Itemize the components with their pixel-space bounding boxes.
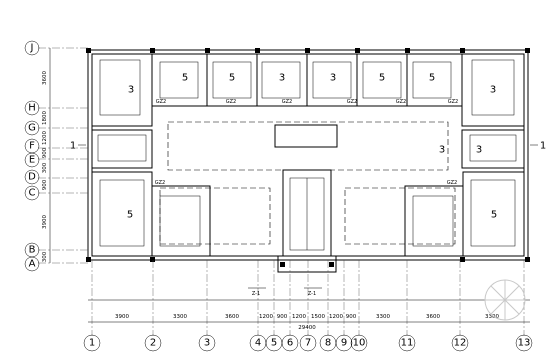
room-label: 5 — [182, 73, 188, 84]
left-dim-7: 3900 — [42, 215, 48, 229]
room-label: 3 — [330, 73, 336, 84]
axis-H: H — [28, 103, 36, 114]
axis-10: 10 — [353, 338, 366, 349]
bottom-dim-5: 900 — [277, 314, 288, 320]
axis-5: 5 — [271, 338, 277, 349]
axis-4: 4 — [255, 338, 261, 349]
axis-6: 6 — [287, 338, 293, 349]
axis-F: F — [29, 141, 35, 152]
room-label: 5 — [429, 73, 435, 84]
stair-mark-left: Z-1 — [252, 291, 260, 297]
room-label: 5 — [379, 73, 385, 84]
section-mark-right: 1 — [540, 141, 546, 152]
vertical-grid — [91, 260, 525, 336]
axis-C: C — [29, 188, 36, 199]
room-label: 5 — [229, 73, 235, 84]
bottom-dim-7: 1500 — [311, 314, 325, 320]
left-dim-6: 900 — [42, 179, 48, 190]
stair-marks: Z-1 Z-1 — [248, 287, 322, 297]
room-label: 5 — [491, 210, 497, 221]
bottom-dim-12: 3300 — [485, 314, 499, 320]
room-label: 3 — [476, 145, 482, 156]
corridor-dashes — [159, 121, 456, 245]
room-label: 3 — [128, 85, 134, 96]
stair-mark-right: Z-1 — [308, 291, 316, 297]
beam-label: GZ2 — [347, 99, 357, 105]
axis-J: J — [30, 43, 34, 54]
middle-row-rooms — [91, 124, 525, 257]
room-label: 5 — [127, 210, 133, 221]
bottom-dim-11: 3600 — [426, 314, 440, 320]
bottom-dim-2: 3300 — [173, 314, 187, 320]
bottom-dim-8: 1200 — [329, 314, 343, 320]
beam-label: GZ2 — [155, 180, 165, 186]
columns — [86, 48, 530, 262]
left-dim-5: 300 — [42, 162, 48, 173]
total-dim: 29400 — [298, 325, 316, 331]
section-mark-left: 1 — [70, 141, 76, 152]
inner-wall — [91, 53, 525, 257]
bottom-dim-4: 1200 — [259, 314, 273, 320]
left-dim-2: 1800 — [42, 111, 48, 125]
axis-B: B — [29, 245, 36, 256]
axis-A: A — [29, 259, 36, 270]
axis-D: D — [28, 172, 36, 183]
top-row-rooms — [91, 53, 525, 127]
bottom-axis-bubbles: 1 2 3 4 5 6 7 8 9 10 11 12 13 — [83, 334, 533, 352]
room-label: 3 — [439, 145, 445, 156]
axis-9: 9 — [341, 338, 347, 349]
bottom-dim-1: 3900 — [115, 314, 129, 320]
left-dim-4: 900 — [42, 147, 48, 158]
left-dim-8: 300 — [42, 251, 48, 262]
room-label: 3 — [490, 85, 496, 96]
left-axis-bubbles: J H G F E D C B A — [24, 40, 40, 272]
axis-2: 2 — [150, 338, 156, 349]
axis-13: 13 — [518, 338, 531, 349]
bottom-dim-9: 900 — [346, 314, 357, 320]
room-labels: 3 5 5 3 3 5 5 3 3 5 5 3 — [127, 73, 497, 221]
bottom-dim-10: 3300 — [376, 314, 390, 320]
watermark-icon — [484, 279, 526, 321]
beam-label: GZ2 — [226, 99, 236, 105]
beam-labels: GZ2 GZ2 GZ2 GZ2 GZ2 GZ2 GZ2 GZ2 — [155, 99, 458, 186]
axis-12: 12 — [454, 338, 467, 349]
bottom-dims: 3900 3300 3600 1200 900 1200 1500 1200 9… — [115, 314, 499, 331]
beam-label: GZ2 — [447, 180, 457, 186]
left-dim-3: 1200 — [42, 131, 48, 145]
bottom-row-rooms — [91, 171, 525, 273]
axis-11: 11 — [401, 338, 414, 349]
axis-8: 8 — [325, 338, 331, 349]
beam-label: GZ2 — [282, 99, 292, 105]
beam-label: GZ2 — [448, 99, 458, 105]
axis-7: 7 — [305, 338, 311, 349]
axis-3: 3 — [204, 338, 210, 349]
axis-G: G — [28, 123, 36, 134]
room-label: 3 — [279, 73, 285, 84]
beam-label: GZ2 — [156, 99, 166, 105]
horizontal-grid — [38, 47, 88, 264]
left-dims: 3600 1800 1200 900 300 900 3900 300 — [42, 71, 48, 263]
section-markers: 1 1 — [70, 141, 546, 152]
axis-1: 1 — [89, 338, 95, 349]
bottom-dim-3: 3600 — [225, 314, 239, 320]
left-dim-1: 3600 — [42, 71, 48, 85]
beam-label: GZ2 — [396, 99, 406, 105]
axis-E: E — [29, 155, 35, 166]
dimension-lines — [49, 48, 530, 323]
bottom-dim-6: 1200 — [292, 314, 306, 320]
